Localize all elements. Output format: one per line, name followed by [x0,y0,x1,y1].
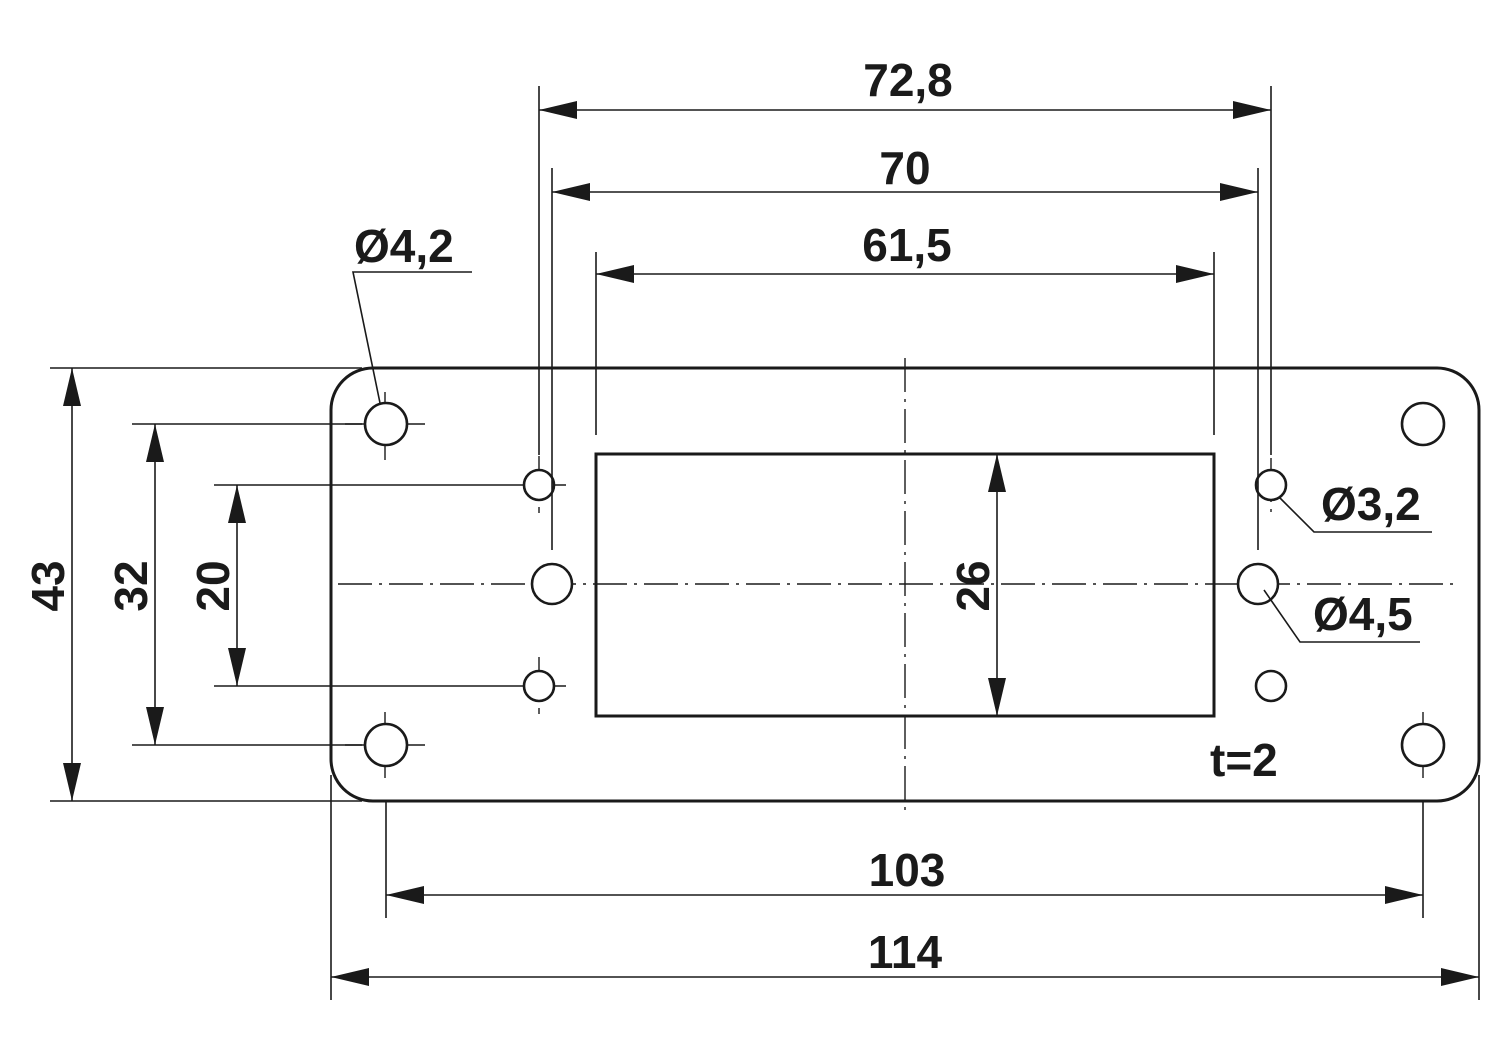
corner-hole-bottom-left [363,722,409,768]
dim-70-label: 70 [879,142,930,194]
small-hole-left-bottom [522,669,556,703]
dim-72-8-label: 72,8 [863,54,953,106]
mid-hole-diameter-label: Ø4,5 [1313,588,1413,640]
mid-hole-right [1236,562,1280,606]
corner-hole-bottom-right [1400,722,1446,768]
dim-26-label: 26 [947,560,999,611]
mid-hole-left [530,562,574,606]
center-lines [338,358,1458,810]
extension-lines [50,86,1480,1000]
dim-61-5-label: 61,5 [862,219,952,271]
small-hole-right-top [1254,468,1288,502]
small-hole-diameter-label: Ø3,2 [1321,478,1421,530]
dim-32-label: 32 [105,560,157,611]
small-hole-right-bottom [1254,669,1288,703]
holes [363,401,1446,768]
leader-lines [352,271,1432,643]
thickness-label: t=2 [1210,734,1278,786]
corner-hole-top-left [363,401,409,447]
corner-hole-diameter-label: Ø4,2 [354,220,454,272]
dim-20-label: 20 [187,560,239,611]
dimension-lines [63,101,1479,986]
dim-114-label: 114 [868,926,943,978]
corner-hole-top-right [1400,401,1446,447]
dim-43-label: 43 [22,560,74,611]
small-hole-left-top [522,468,556,502]
dim-103-label: 103 [869,844,946,896]
